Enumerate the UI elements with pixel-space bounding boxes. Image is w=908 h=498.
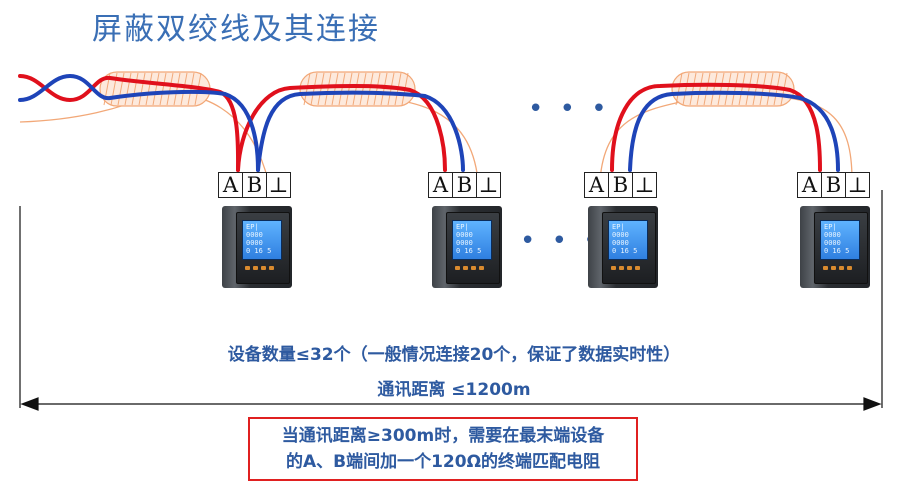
terminal-a: A	[428, 172, 453, 198]
shield-coil-2	[299, 71, 416, 107]
diagram-title: 屏蔽双绞线及其连接	[92, 12, 380, 47]
note-line-1: 当通讯距离≥300m时，需要在最末端设备	[281, 426, 605, 446]
terminal-a: A	[584, 172, 609, 198]
terminal-b: B	[242, 172, 267, 198]
device-count-text: 设备数量≤32个（一般情况连接20个，保证了数据实时性）	[227, 345, 681, 365]
terminal-block-1: A B ⊥	[218, 172, 291, 198]
terminal-block-2: A B ⊥	[428, 172, 501, 198]
terminal-a: A	[218, 172, 243, 198]
shield-coil-3	[671, 71, 795, 107]
ellipsis-mid: • • •	[520, 226, 603, 256]
terminal-ground: ⊥	[632, 172, 657, 198]
twisted-pair-blue	[18, 73, 840, 172]
terminal-block-4: A B ⊥	[797, 172, 870, 198]
terminal-block-3: A B ⊥	[584, 172, 657, 198]
terminal-ground: ⊥	[845, 172, 870, 198]
terminal-b: B	[821, 172, 846, 198]
shield-drain-wires	[19, 93, 853, 181]
terminal-b: B	[608, 172, 633, 198]
distance-arrow	[19, 190, 883, 411]
terminal-ground: ⊥	[266, 172, 291, 198]
terminal-a: A	[797, 172, 822, 198]
twisted-pair-red	[18, 74, 822, 172]
distance-text: 通讯距离 ≤1200m	[377, 380, 531, 400]
note-line-2: 的A、B端间加一个120Ω的终端匹配电阻	[285, 452, 601, 472]
terminal-b: B	[452, 172, 477, 198]
terminal-ground: ⊥	[476, 172, 501, 198]
terminal-resistor-note: 当通讯距离≥300m时，需要在最末端设备 的A、B端间加一个120Ω的终端匹配电…	[248, 417, 638, 481]
ellipsis-top: • • •	[528, 94, 611, 124]
